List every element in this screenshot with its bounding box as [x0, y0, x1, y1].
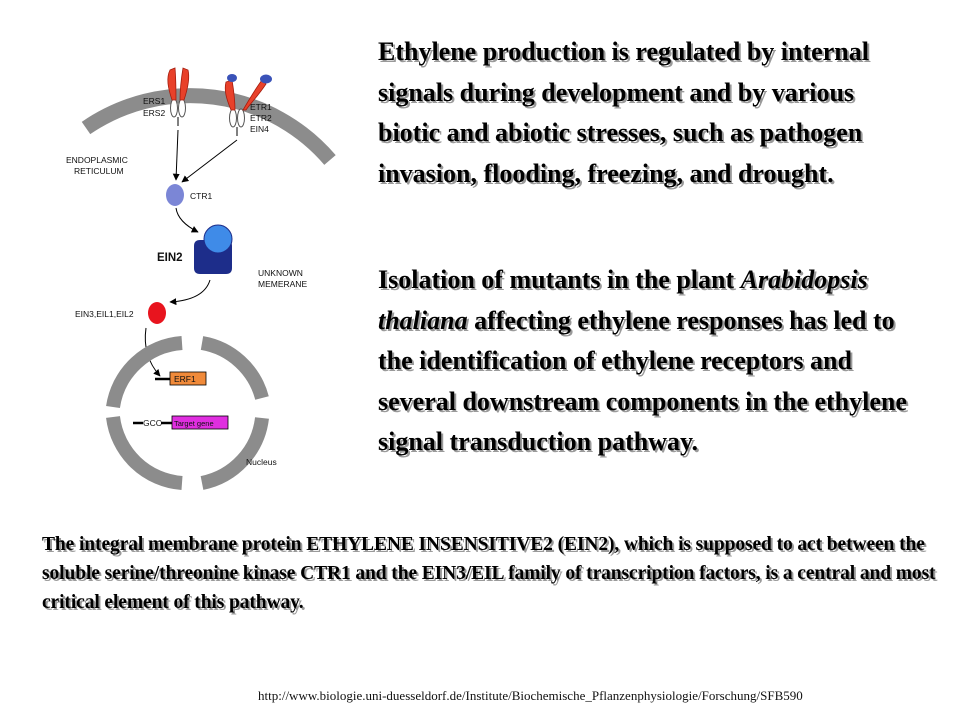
source-url: http://www.biologie.uni-duesseldorf.de/I… — [258, 688, 803, 703]
arrow-ers-to-ctr1 — [172, 129, 180, 181]
intro-paragraph: Ethylene production is regulated by inte… — [378, 32, 918, 194]
species-name: Arabidopsis thaliana — [378, 265, 868, 335]
nucleus-label: Nucleus — [246, 457, 277, 467]
etr-label-2: ETR2 — [250, 113, 272, 123]
ers-label-1: ERS1 — [143, 96, 165, 106]
arrow-ein2-to-ein3 — [169, 279, 211, 306]
unknown-membrane-label-2: MEMERANE — [258, 279, 307, 289]
etr-receptor-icon — [224, 74, 272, 136]
ein3-protein — [148, 302, 166, 324]
unknown-membrane-label-1: UNKNOWN — [258, 268, 303, 278]
target-gene-box — [171, 415, 229, 430]
gcc-label: GCC — [143, 418, 162, 428]
ers-receptor-icon — [167, 67, 190, 126]
mutants-paragraph-rest: affecting ethylene responses has led to … — [378, 305, 907, 457]
arrow-etr-to-ctr1 — [181, 139, 238, 183]
target-gene-label: Target gene — [174, 419, 214, 428]
ctr1-label: CTR1 — [190, 191, 212, 201]
ein3-label: EIN3,EIL1,EIL2 — [75, 309, 134, 319]
mutants-paragraph-lead: Isolation of mutants in the plant — [378, 265, 741, 294]
nucleus-envelope — [106, 336, 269, 490]
ctr1-protein — [166, 184, 184, 206]
er-membrane — [81, 88, 336, 165]
ein2-paragraph: The integral membrane protein ETHYLENE I… — [42, 530, 942, 617]
etr-label-3: EIN4 — [250, 124, 269, 134]
er-label-1: ENDOPLASMIC — [66, 155, 128, 165]
ein2-paragraph-text: The integral membrane protein ETHYLENE I… — [42, 534, 936, 613]
arrow-ctr1-to-ein2 — [175, 207, 199, 233]
intro-paragraph-text: Ethylene production is regulated by inte… — [378, 37, 869, 188]
mutants-paragraph: Isolation of mutants in the plant Arabid… — [378, 260, 918, 463]
ein2-protein — [194, 224, 233, 274]
ein2-label: EIN2 — [157, 252, 183, 264]
etr-label-1: ETR1 — [250, 102, 272, 112]
ers-label-2: ERS2 — [143, 108, 165, 118]
ethylene-pathway-diagram: ERS1 ERS2 ETR1 ETR2 EIN4 ENDOPLASMIC RET… — [66, 67, 336, 490]
er-label-2: RETICULUM — [74, 166, 124, 176]
erf1-label: ERF1 — [174, 374, 196, 384]
erf1-gene-box — [169, 371, 207, 386]
